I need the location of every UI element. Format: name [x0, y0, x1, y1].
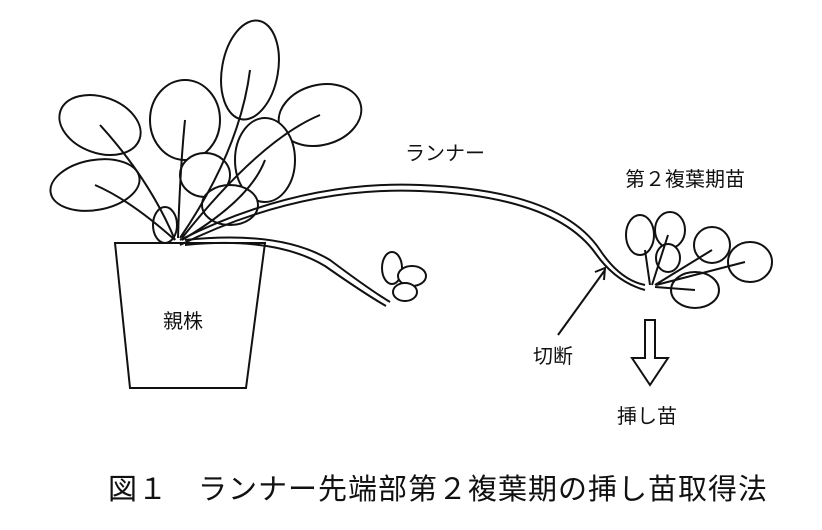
runner-label: ランナー [405, 141, 485, 165]
figure-caption: 図１ ランナー先端部第２複葉期の挿し苗取得法 [108, 472, 769, 506]
runner-short [184, 236, 391, 303]
small-runner-plant [381, 251, 427, 302]
cutting-label: 挿し苗 [617, 404, 677, 428]
cut-arrow [557, 266, 607, 336]
mother-plant-leaves [49, 19, 363, 244]
down-arrow [630, 319, 670, 387]
runner-long [179, 183, 646, 286]
second-compound-leaf-seedling [625, 211, 773, 309]
cut-label: 切断 [533, 344, 573, 368]
seedling-stage-label: 第２複葉期苗 [625, 167, 745, 191]
mother-plant-label: 親株 [163, 309, 203, 333]
